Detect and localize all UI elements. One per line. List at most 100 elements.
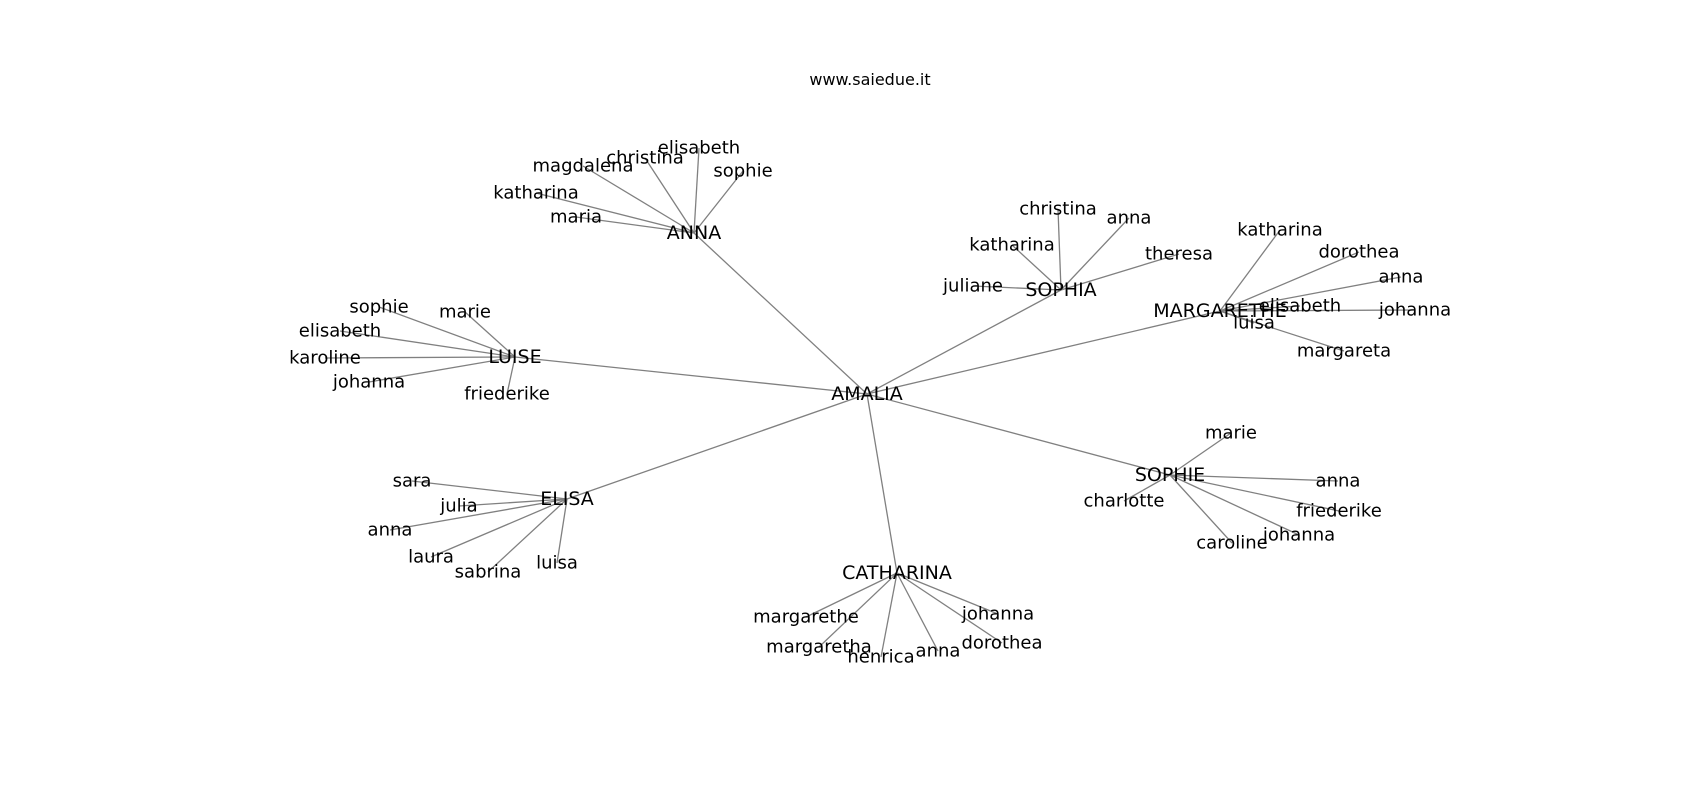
edge-amalia-elisa [566,393,868,500]
edge-anna-katharina [535,192,695,234]
leaf-label-catharina-anna: anna [916,641,961,662]
edge-elisa-sabrina [487,498,568,573]
leaf-label-luise-elisabeth: elisabeth [299,321,381,342]
edge-margarethe-dorothea [1219,251,1360,312]
edge-anna-elisabeth [693,147,700,234]
hub-label-sophie: SOPHIE [1135,464,1205,486]
edge-catharina-henrica [880,572,898,658]
hub-label-elisa: ELISA [540,488,594,510]
leaf-label-sophie-anna: anna [1316,471,1361,492]
edge-luise-sophie [378,306,516,358]
leaf-label-elisa-luisa: luisa [536,553,578,574]
edge-amalia-anna [693,232,868,395]
edge-anna-maria [575,216,695,234]
label-layer: sophieelisabethchristinamagdalenakathari… [289,138,1451,668]
leaf-label-margarethe-dorothea: dorothea [1318,242,1399,263]
edge-sophie-johanna [1169,474,1300,536]
edge-elisa-sara [411,480,568,500]
hub-label-margarethe: MARGARETHE [1153,300,1286,322]
edge-amalia-margarethe [866,310,1221,395]
leaf-label-sophie-caroline: caroline [1196,533,1267,554]
edge-anna-magdalena [582,165,695,234]
leaf-label-luise-marie: marie [439,302,491,323]
edge-elisa-anna [389,498,568,531]
edge-elisa-laura [430,498,568,558]
leaf-label-margarethe-anna: anna [1379,267,1424,288]
leaf-label-luise-johanna: johanna [332,372,405,393]
edge-sophie-charlotte [1123,474,1171,502]
leaf-label-elisa-sara: sara [393,471,432,492]
leaf-label-anna-christina: christina [606,148,684,169]
leaf-label-margarethe-johanna: johanna [1378,300,1451,321]
leaf-label-sophia-juliane: juliane [942,276,1003,297]
leaf-label-anna-katharina: katharina [493,183,578,204]
leaf-label-anna-magdalena: magdalena [533,156,634,177]
leaf-label-sophie-charlotte: charlotte [1084,491,1165,512]
edge-elisa-julia [458,498,568,507]
edge-catharina-anna [896,572,939,652]
leaf-label-sophia-theresa: theresa [1145,244,1213,265]
edge-sophia-theresa [1060,253,1180,291]
leaf-label-margarethe-margareta: margareta [1297,341,1391,362]
edge-sophia-christina [1057,208,1062,291]
edge-catharina-margarethe [805,572,898,618]
leaf-label-sophie-johanna: johanna [1262,525,1335,546]
leaf-label-sophia-katharina: katharina [969,235,1054,256]
edge-amalia-catharina [866,393,898,574]
hub-label-catharina: CATHARINA [842,562,952,584]
leaf-label-anna-elisabeth: elisabeth [658,138,740,159]
leaf-label-margarethe-katharina: katharina [1237,220,1322,241]
edge-sophia-anna [1060,217,1130,291]
edge-margarethe-margareta [1219,310,1345,352]
leaf-label-sophia-christina: christina [1019,199,1097,220]
edge-amalia-sophie [866,393,1171,476]
leaf-label-luise-friederike: friederike [464,384,550,405]
edge-catharina-johanna [896,572,999,615]
site-caption: www.saiedue.it [809,70,931,89]
edge-amalia-luise [514,356,868,395]
edge-sophie-caroline [1169,474,1233,544]
edge-sophie-friederike [1169,474,1340,512]
hub-label-anna: ANNA [667,222,721,244]
leaf-label-anna-sophie: sophie [713,161,772,182]
leaf-label-margarethe-luisa: luisa [1233,313,1275,334]
leaf-label-elisa-julia: julia [439,496,477,517]
edge-layer [324,147,1416,658]
leaf-label-luise-karoline: karoline [289,348,361,369]
leaf-label-elisa-laura: laura [408,547,454,568]
edge-catharina-dorothea [896,572,1003,644]
leaf-label-catharina-dorothea: dorothea [961,633,1042,654]
edge-anna-christina [644,157,695,234]
leaf-label-catharina-margaretha: margaretha [766,637,872,658]
hub-label-sophia: SOPHIA [1025,279,1096,301]
edge-sophie-marie [1169,432,1232,476]
edge-amalia-sophia [866,289,1062,395]
center-label-amalia: AMALIA [831,383,903,405]
edge-luise-elisabeth [339,330,516,358]
edge-luise-friederike [506,356,516,395]
leaf-label-catharina-henrica: henrica [847,647,914,668]
leaf-label-sophie-marie: marie [1205,423,1257,444]
edge-margarethe-elisabeth [1219,305,1301,312]
leaf-label-anna-maria: maria [550,207,602,228]
edge-anna-sophie [693,170,744,234]
leaf-label-sophia-anna: anna [1107,208,1152,229]
leaf-label-elisa-sabrina: sabrina [455,562,522,583]
edge-margarethe-katharina [1219,229,1281,312]
edge-luise-karoline [324,356,516,359]
edge-margarethe-johanna [1219,309,1416,312]
hub-label-luise: LUISE [488,346,541,368]
leaf-label-sophie-friederike: friederike [1296,501,1382,522]
edge-sophie-anna [1169,474,1339,482]
edge-sophia-katharina [1011,244,1062,291]
edge-luise-marie [464,311,516,358]
edge-elisa-luisa [556,498,568,564]
leaf-label-margarethe-elisabeth: elisabeth [1259,296,1341,317]
leaf-label-catharina-johanna: johanna [961,604,1034,625]
leaf-label-luise-sophie: sophie [349,297,408,318]
leaf-label-catharina-margarethe: margarethe [753,607,859,628]
leaf-label-elisa-anna: anna [368,520,413,541]
edge-margarethe-anna [1219,276,1402,312]
edge-sophia-juliane [972,285,1062,291]
